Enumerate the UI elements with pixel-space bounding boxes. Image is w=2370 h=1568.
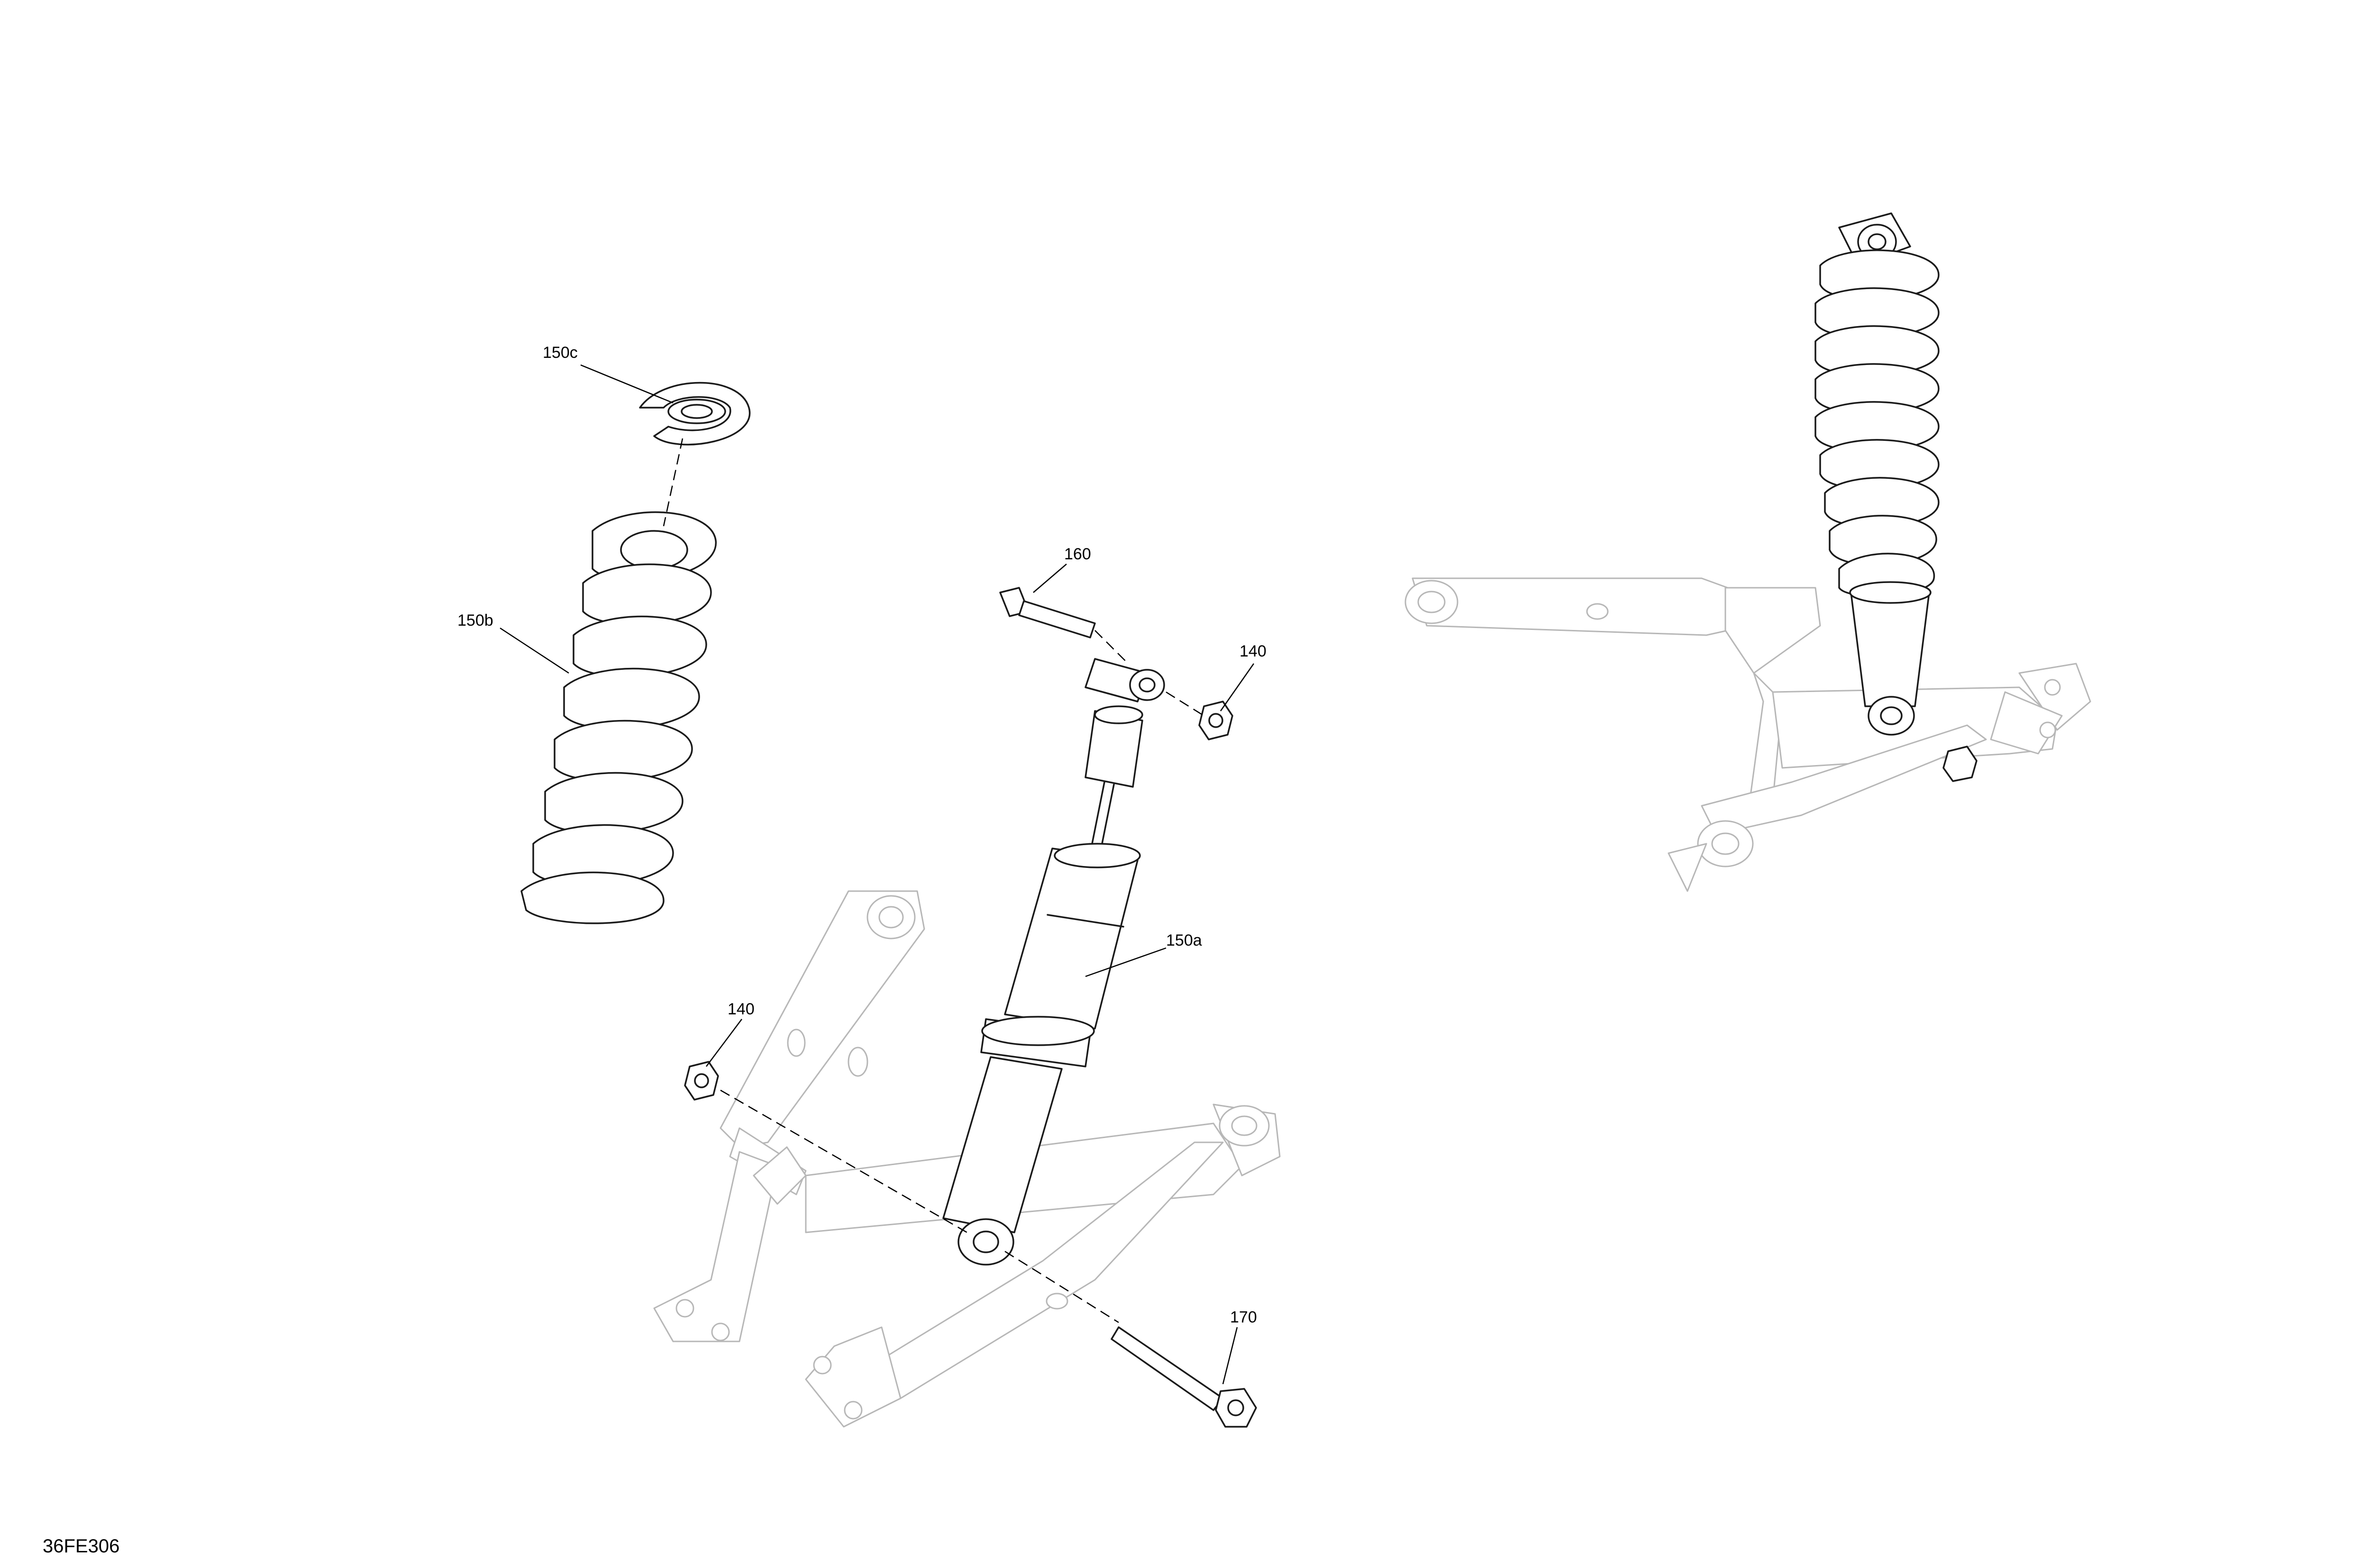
callout-140-left: 140 — [728, 1000, 755, 1018]
callout-150b: 150b — [457, 611, 493, 629]
retainer-alignment-line — [663, 438, 684, 527]
bolt-160-alignment-line — [1094, 630, 1129, 664]
callout-160: 160 — [1064, 545, 1091, 563]
callout-150a: 150a — [1166, 931, 1202, 949]
callout-170: 170 — [1230, 1308, 1257, 1326]
lower-shock-alignment-line-2 — [1004, 1250, 1119, 1323]
assembled-a-arm-ghost — [1404, 577, 2091, 892]
callout-140-top: 140 — [1240, 642, 1267, 660]
shock-absorber — [942, 658, 1165, 1266]
callout-150c: 150c — [543, 344, 578, 362]
lower-a-arm-ghost — [653, 890, 1281, 1428]
coil-spring — [520, 511, 717, 924]
nut-140-top — [1198, 701, 1233, 740]
nut-140-left — [684, 1061, 719, 1101]
assembled-coilover — [1814, 212, 1978, 782]
nut-140-top-alignment-line — [1166, 691, 1204, 717]
callout-leaders-left — [500, 364, 1255, 1385]
bolt-170 — [1111, 1326, 1257, 1428]
bolt-160 — [999, 587, 1096, 638]
figure-id: 36FE306 — [43, 1536, 119, 1557]
spring-retainer — [639, 382, 751, 446]
